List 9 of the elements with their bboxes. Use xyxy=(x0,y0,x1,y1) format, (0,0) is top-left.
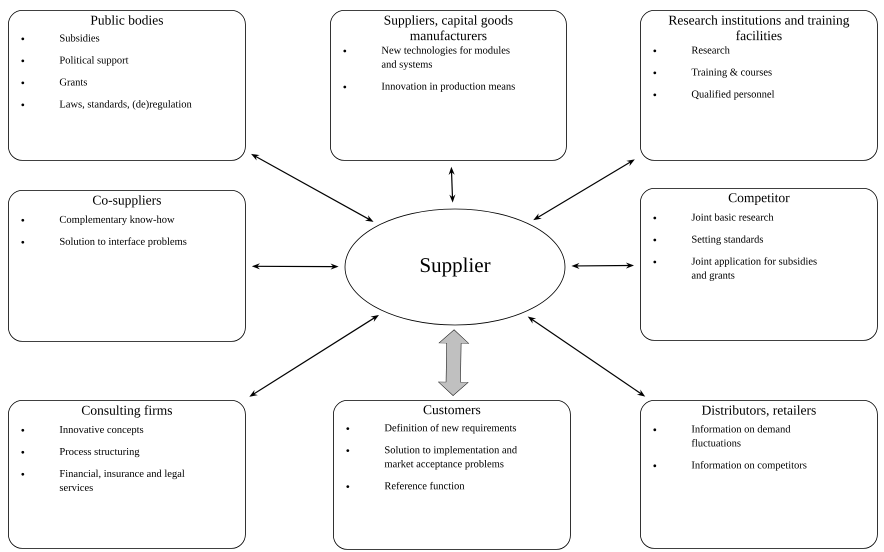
info-box: Co-suppliers Complementary know-how Solution to interface problems xyxy=(8,190,246,342)
info-box: Consulting firms Innovative concepts Process structuring Financial, insurance and legal services xyxy=(8,400,246,549)
info-box: Distributors, retailers Information on demand fluctuations Information on competitors xyxy=(640,400,878,549)
info-box: Customers Definition of new requirements Solution to implementation and market acceptance problems Reference function xyxy=(333,400,571,550)
info-box: Public bodies Subsidies Political support Grants Laws, standards, (de)regulation xyxy=(8,10,246,161)
info-box: Research institutions and training facilities Research Training & courses Qualified personnel xyxy=(640,10,878,161)
ellipse-node: Supplier xyxy=(344,208,566,326)
info-box: Suppliers, capital goods manufacturers New technologies for modules and systems Innovation in production means xyxy=(330,10,567,161)
info-box: Competitor Joint basic research Setting standards Joint application for subsidies and grants xyxy=(640,188,878,341)
